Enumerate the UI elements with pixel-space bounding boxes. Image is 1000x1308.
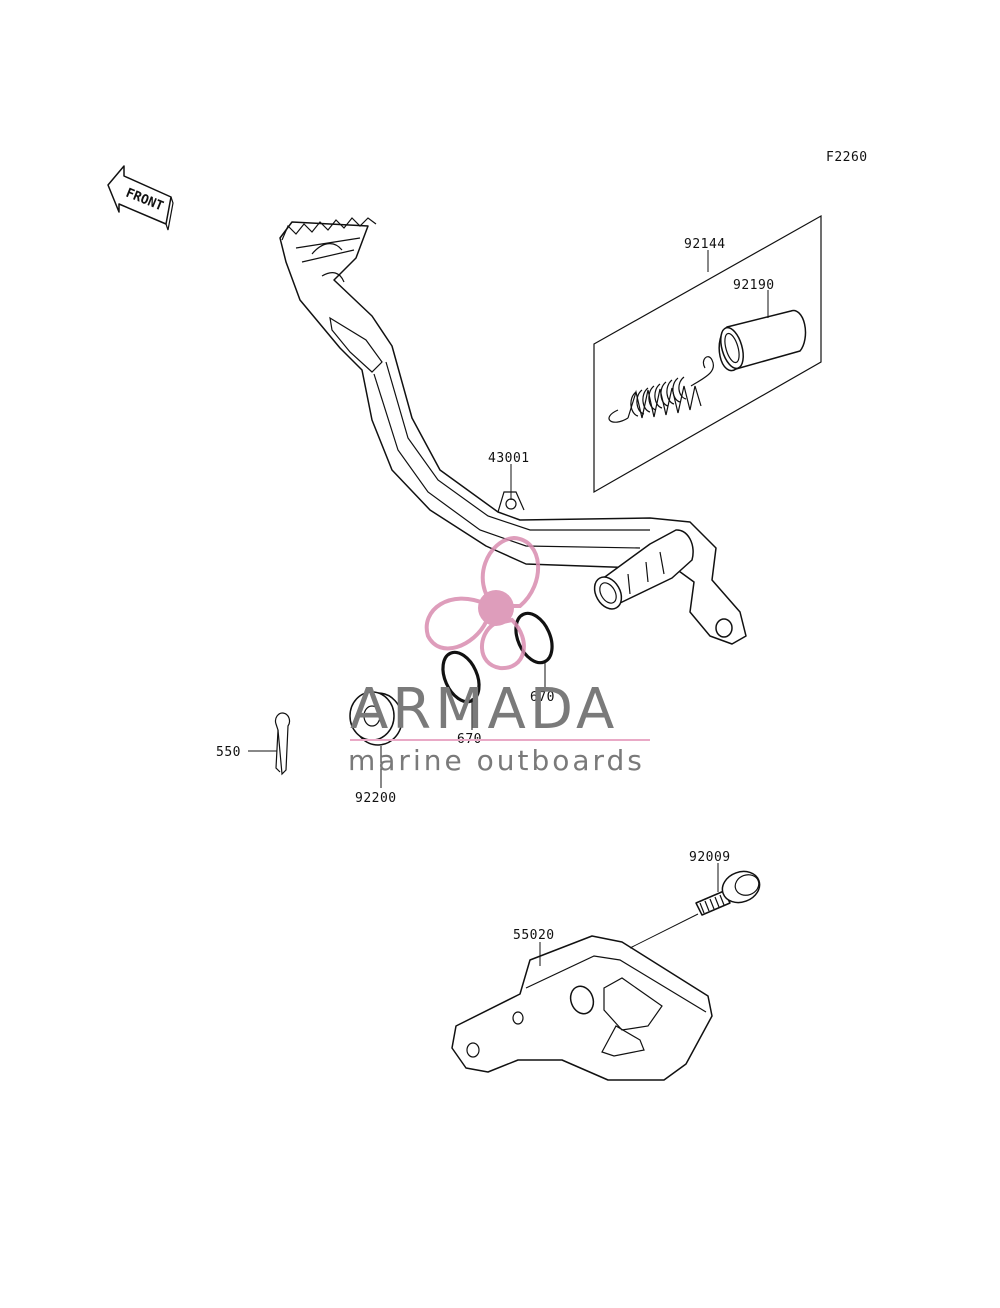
part-label-92190: 92190 [733, 278, 775, 293]
leader-lines [248, 250, 769, 966]
propeller-hub [478, 590, 514, 626]
part-label-55020: 55020 [513, 928, 555, 943]
collar-92190 [718, 309, 807, 372]
return-spring [608, 356, 714, 423]
part-label-92009: 92009 [689, 850, 731, 865]
watermark-tagline: marine outboards [348, 744, 645, 777]
spring-kit-box [593, 214, 822, 494]
o-ring-upper [514, 611, 554, 665]
propeller-icon [424, 535, 541, 671]
part-label-550: 550 [216, 745, 241, 760]
brake-pedal [279, 217, 747, 645]
brake-guard [451, 935, 713, 1081]
washer [349, 691, 403, 746]
propeller-blade-left [424, 596, 488, 651]
part-label-670-upper: 670 [530, 690, 555, 705]
bolt [695, 870, 761, 916]
front-arrow-icon: FRONT [107, 165, 174, 231]
watermark-brand: ARMADA [350, 677, 618, 742]
propeller-blade-right [480, 617, 526, 671]
part-label-92144: 92144 [684, 237, 726, 252]
part-label-43001: 43001 [488, 451, 530, 466]
cotter-pin [274, 712, 291, 776]
pivot-shaft [593, 529, 694, 610]
figure-code: F2260 [826, 150, 868, 165]
part-label-92200: 92200 [355, 791, 397, 806]
propeller-blade-top [480, 535, 541, 608]
